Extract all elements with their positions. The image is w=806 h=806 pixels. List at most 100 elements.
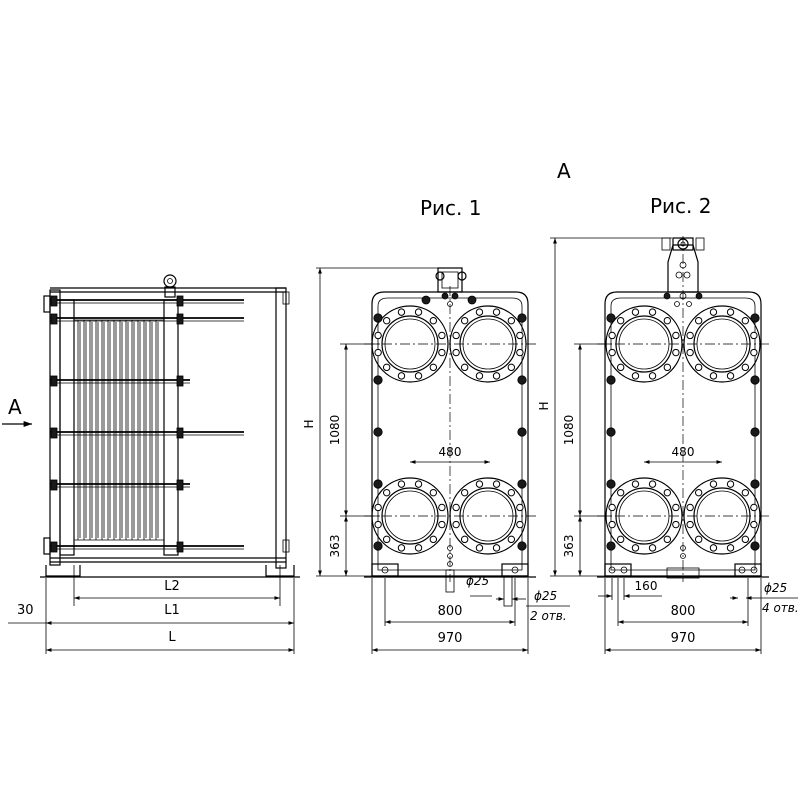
dim-H-label: H bbox=[537, 401, 551, 410]
flange-bolt-holes bbox=[686, 308, 758, 380]
flange-bolt-hole bbox=[438, 520, 446, 529]
flange-bolt-hole bbox=[414, 544, 423, 552]
flange-bolt-hole bbox=[750, 348, 758, 357]
flange-bolt-hole bbox=[397, 544, 406, 552]
tie-bolt bbox=[606, 313, 616, 323]
flange-bolt-hole bbox=[686, 520, 694, 529]
tie-bolt bbox=[606, 427, 616, 437]
flange-bolt-hole bbox=[516, 331, 524, 340]
front-foot bbox=[45, 565, 81, 577]
dim-363-label: 363 bbox=[562, 535, 576, 558]
dim-1080-label: 1080 bbox=[328, 415, 342, 446]
flange-bolt-hole bbox=[694, 316, 703, 325]
flange-bolt-hole bbox=[709, 544, 718, 552]
flange-bolt-hole bbox=[663, 535, 672, 544]
flange-bolt-hole bbox=[438, 331, 446, 340]
dim-30-label: 30 bbox=[17, 603, 34, 618]
dim-phi25-right-label: ϕ25 bbox=[534, 589, 557, 603]
dim-363-label: 363 bbox=[328, 535, 342, 558]
tie-bolts bbox=[373, 295, 527, 551]
flange-bolt-hole bbox=[750, 503, 758, 512]
fixed-plate bbox=[49, 289, 61, 566]
flange-bolt-hole bbox=[750, 331, 758, 340]
tie-rod-nut bbox=[176, 427, 184, 439]
dim-800-label: 800 bbox=[438, 604, 463, 619]
flange-bolt-hole bbox=[414, 372, 423, 380]
flange-bolt-holes bbox=[374, 480, 446, 552]
flange-bolt-hole bbox=[741, 316, 750, 325]
tie-bolt bbox=[517, 541, 527, 551]
tie-bolt bbox=[517, 427, 527, 437]
tie-rod-nut bbox=[50, 427, 58, 439]
flange-bolt-hole bbox=[750, 520, 758, 529]
dim-L2-label: L2 bbox=[164, 579, 180, 594]
flange-bolt-hole bbox=[460, 363, 469, 372]
flange-bolt-hole bbox=[648, 372, 657, 380]
tie-rods bbox=[50, 295, 244, 553]
dim-L-label: L bbox=[168, 630, 176, 645]
flange-bolt-hole bbox=[516, 503, 524, 512]
flange-bolt-hole bbox=[616, 316, 625, 325]
tie-bolt bbox=[517, 479, 527, 489]
flange-bolt-hole bbox=[460, 535, 469, 544]
holes-note: 2 отв. bbox=[530, 609, 567, 623]
figure-1-title: Рис. 1 bbox=[420, 196, 482, 220]
flange-bolt-hole bbox=[460, 488, 469, 497]
tie-bolt bbox=[750, 479, 760, 489]
flange-bolt-hole bbox=[663, 316, 672, 325]
flange-bolt-hole bbox=[616, 535, 625, 544]
support-column bbox=[275, 287, 287, 569]
tie-rod-nut bbox=[176, 313, 184, 325]
tie-bolt bbox=[750, 313, 760, 323]
flange-bolt-hole bbox=[741, 488, 750, 497]
tie-rod-nut bbox=[176, 295, 184, 307]
flange-bolt-hole bbox=[726, 544, 735, 552]
foot-left bbox=[371, 563, 399, 577]
flange-bolt-hole bbox=[475, 372, 484, 380]
tie-rod-nut bbox=[50, 479, 58, 491]
flange-bolt-hole bbox=[694, 535, 703, 544]
flange-bolt-hole bbox=[507, 316, 516, 325]
tie-rod-nut bbox=[176, 375, 184, 387]
figure-2-title: Рис. 2 bbox=[650, 194, 712, 218]
flange-bolt-hole bbox=[631, 308, 640, 316]
foot-right bbox=[501, 563, 529, 577]
tie-bolt bbox=[750, 375, 760, 385]
flange-bolt-hole bbox=[631, 372, 640, 380]
flange-bolt-holes bbox=[608, 480, 680, 552]
flange-bolt-hole bbox=[672, 503, 680, 512]
flange-bolt-hole bbox=[663, 488, 672, 497]
flange-bolt-hole bbox=[608, 520, 616, 529]
flange-bolt-holes bbox=[452, 308, 524, 380]
flange-bolt-hole bbox=[672, 331, 680, 340]
flange-bolt-holes bbox=[608, 308, 680, 380]
flange-bolt-hole bbox=[397, 480, 406, 488]
flange-bolt-hole bbox=[608, 503, 616, 512]
flange-bolt-hole bbox=[374, 348, 382, 357]
flange-bolt-hole bbox=[429, 488, 438, 497]
flange-bolt-holes bbox=[374, 308, 446, 380]
tie-bolt bbox=[421, 295, 431, 305]
flange-bolt-hole bbox=[460, 316, 469, 325]
foot-left bbox=[604, 563, 632, 577]
tie-bolt bbox=[373, 541, 383, 551]
side-arrow-label: A bbox=[8, 395, 22, 419]
tie-rod-nut bbox=[50, 295, 58, 307]
flange-bolt-hole bbox=[414, 308, 423, 316]
tie-bolt bbox=[517, 375, 527, 385]
figure-2-front-view: H 1080 363 480 160 ϕ25 4 отв. 800 970 bbox=[537, 236, 799, 654]
flange-bolt-hole bbox=[414, 480, 423, 488]
flange-bolt-hole bbox=[452, 503, 460, 512]
flange-bolt-hole bbox=[672, 520, 680, 529]
flange-bolt-hole bbox=[475, 544, 484, 552]
foot-right bbox=[734, 563, 762, 577]
flange-bolt-hole bbox=[726, 372, 735, 380]
flange-bolt-hole bbox=[438, 348, 446, 357]
flange-bolt-hole bbox=[382, 535, 391, 544]
dim-1080-label: 1080 bbox=[562, 415, 576, 446]
tie-rod-nut bbox=[50, 541, 58, 553]
flange-bolt-hole bbox=[694, 363, 703, 372]
dim-970-label: 970 bbox=[671, 631, 696, 646]
flange-bolt-holes bbox=[452, 480, 524, 552]
flange-bolt-hole bbox=[492, 480, 501, 488]
